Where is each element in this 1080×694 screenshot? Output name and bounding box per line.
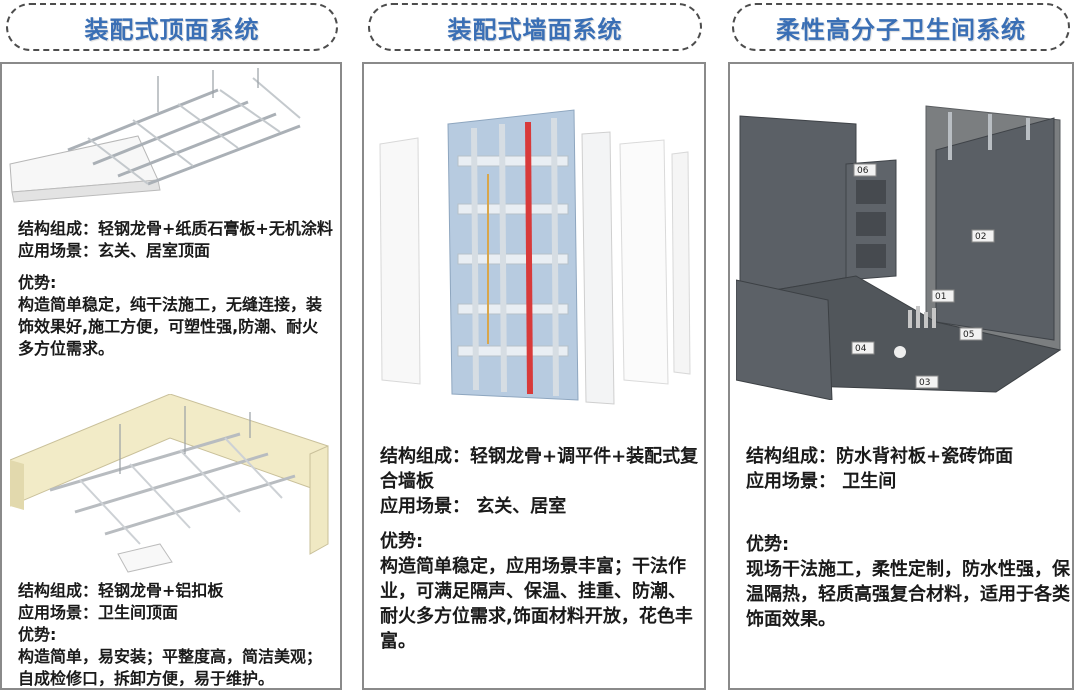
- wall-scene: 应用场景： 玄关、居室: [380, 496, 567, 517]
- ceiling-structure-1: 结构组成：轻钢龙骨+纸质石膏板+无机涂料: [18, 219, 333, 238]
- ceiling-adv-2: 构造简单，易安装；平整度高，简洁美观；自成检修口，拆卸方便，易于维护。: [18, 647, 323, 688]
- ceiling-scene-1: 应用场景：玄关、居室顶面: [18, 241, 211, 260]
- bathroom-structure: 结构组成：防水背衬板+瓷砖饰面: [746, 446, 1014, 467]
- bathroom-adv: 现场干法施工，柔性定制，防水性强，保温隔热，轻质高强复合材料，适用于各类饰面效果…: [746, 559, 1070, 630]
- bathroom-scene: 应用场景： 卫生间: [746, 471, 897, 492]
- wall-text: 结构组成：轻钢龙骨+调平件+装配式复合墙板 应用场景： 玄关、居室 优势: 构造…: [380, 444, 702, 654]
- label-02: 02: [975, 232, 986, 242]
- panel-wall: 结构组成：轻钢龙骨+调平件+装配式复合墙板 应用场景： 玄关、居室 优势: 构造…: [362, 62, 706, 690]
- wall-adv: 构造简单稳定，应用场景丰富；干法作业，可满足隔声、保温、挂重、防潮、耐火多方位需…: [380, 556, 693, 652]
- panel-ceiling: 结构组成：轻钢龙骨+纸质石膏板+无机涂料 应用场景：玄关、居室顶面 优势: 构造…: [0, 62, 342, 690]
- bathroom-text: 结构组成：防水背衬板+瓷砖饰面 应用场景： 卫生间 优势: 现场干法施工，柔性定…: [746, 444, 1074, 632]
- tab-ceiling-system: 装配式顶面系统: [6, 3, 338, 51]
- label-01: 01: [935, 292, 946, 302]
- label-06: 06: [857, 166, 869, 176]
- ceiling-aluminum-panel-illustration: [10, 394, 329, 573]
- ceiling-adv-label-1: 优势:: [18, 273, 57, 292]
- label-03: 03: [919, 378, 930, 388]
- tab-wall-title: 装配式墙面系统: [447, 15, 623, 44]
- label-04: 04: [855, 344, 867, 354]
- wall-structure: 结构组成：轻钢龙骨+调平件+装配式复合墙板: [380, 446, 699, 492]
- tab-bathroom-system: 柔性高分子卫生间系统: [732, 3, 1070, 51]
- ceiling-keel-gypsum-illustration: [9, 68, 301, 203]
- bathroom-system-illustration: 06 02 01 05 04 03: [736, 105, 1062, 400]
- ceiling-structure-2: 结构组成：轻钢龙骨+铝扣板: [18, 581, 224, 600]
- panel-bathroom: 06 02 01 05 04 03 结构组成：防水背衬板+瓷砖饰面 应用场景： …: [728, 62, 1074, 690]
- bathroom-adv-label: 优势:: [746, 534, 790, 555]
- ceiling-block1-text: 结构组成：轻钢龙骨+纸质石膏板+无机涂料 应用场景：玄关、居室顶面 优势: 构造…: [18, 218, 334, 360]
- tab-wall-system: 装配式墙面系统: [368, 3, 702, 51]
- label-05: 05: [963, 330, 974, 340]
- tab-ceiling-title: 装配式顶面系统: [84, 15, 260, 44]
- ceiling-block2-text: 结构组成：轻钢龙骨+铝扣板 应用场景：卫生间顶面 优势: 构造简单，易安装；平整…: [18, 580, 336, 690]
- ceiling-scene-2: 应用场景：卫生间顶面: [18, 603, 179, 622]
- wall-panel-exploded-illustration: [379, 109, 691, 405]
- tab-bathroom-title: 柔性高分子卫生间系统: [776, 15, 1026, 44]
- ceiling-adv-label-2: 优势:: [18, 625, 57, 644]
- wall-adv-label: 优势:: [380, 531, 424, 552]
- ceiling-adv-1: 构造简单稳定，纯干法施工，无缝连接，装饰效果好,施工方便，可塑性强,防潮、耐火多…: [18, 295, 323, 358]
